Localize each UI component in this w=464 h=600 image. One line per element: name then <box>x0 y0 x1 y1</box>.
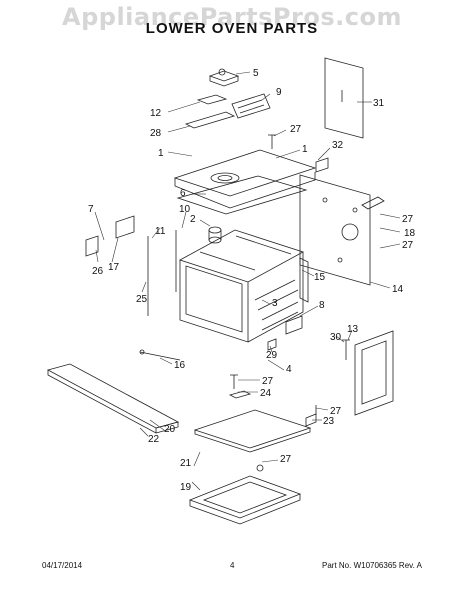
callout-17: 17 <box>108 262 120 273</box>
part-bracket-32 <box>315 157 329 173</box>
callout-26: 26 <box>92 266 104 277</box>
callout-6: 6 <box>180 188 186 199</box>
callout-18: 18 <box>404 228 416 239</box>
callout-19: 19 <box>180 482 192 493</box>
callout-2: 2 <box>190 214 196 225</box>
callout-27: 27 <box>330 406 342 417</box>
callout-21: 21 <box>180 458 192 469</box>
part-vent-9 <box>231 93 271 119</box>
footer-page-number: 4 <box>230 561 235 570</box>
part-fan-2 <box>208 226 222 244</box>
callout-16: 16 <box>174 360 186 371</box>
part-hinge-26 <box>85 235 99 257</box>
callout-31: 31 <box>373 98 385 109</box>
part-hinge-30 <box>342 339 350 360</box>
callout-30: 30 <box>330 332 342 343</box>
callout-10: 10 <box>179 204 191 215</box>
part-hinge-17 <box>115 215 135 239</box>
part-rear-panel-31 <box>324 57 364 139</box>
callout-32: 32 <box>332 140 344 151</box>
part-screw-27-mid <box>230 374 238 389</box>
part-bracket-24 <box>228 390 252 399</box>
part-trim-20 <box>46 363 180 429</box>
part-oven-cavity <box>178 229 305 343</box>
part-bracket-12 <box>196 94 228 105</box>
callout-25: 25 <box>136 294 148 305</box>
callout-27: 27 <box>402 240 414 251</box>
callout-3: 3 <box>272 298 278 309</box>
part-sensor-assembly <box>208 68 240 87</box>
part-bracket-28 <box>184 111 236 129</box>
callout-1: 1 <box>302 144 308 155</box>
watermark: AppliancePartsPros.com <box>62 3 402 31</box>
callout-24: 24 <box>260 388 272 399</box>
part-back-cover-14 <box>299 174 371 286</box>
callout-4: 4 <box>286 364 292 375</box>
part-rod-16 <box>139 349 181 361</box>
callout-22: 22 <box>148 434 160 445</box>
callout-20: 20 <box>164 424 176 435</box>
callout-13: 13 <box>347 324 359 335</box>
part-clip-29 <box>267 338 277 351</box>
part-screw-27-low <box>256 464 264 472</box>
callout-9: 9 <box>276 87 282 98</box>
callout-5: 5 <box>253 68 259 79</box>
part-bracket-8 <box>285 315 303 335</box>
part-bracket-23 <box>305 405 317 427</box>
callout-27: 27 <box>402 214 414 225</box>
part-insulation-6 <box>176 175 308 215</box>
callout-28: 28 <box>150 128 162 139</box>
callout-8: 8 <box>319 300 325 311</box>
callout-1: 1 <box>158 148 164 159</box>
footer-part-number: Part No. W10706365 Rev. A <box>322 561 422 570</box>
footer-date: 04/17/2014 <box>42 561 83 570</box>
callout-11: 11 <box>155 226 166 237</box>
callout-15: 15 <box>314 272 326 283</box>
part-door-panel-13 <box>354 330 394 416</box>
page-title: LOWER OVEN PARTS <box>145 20 319 37</box>
part-trim-22 <box>47 370 179 434</box>
part-screw-27-top <box>268 134 276 149</box>
part-side-15 <box>299 257 309 303</box>
part-top-panel <box>173 149 317 209</box>
callout-7: 7 <box>88 204 94 215</box>
callout-27: 27 <box>262 376 274 387</box>
part-bracket-18 <box>361 196 385 210</box>
callout-29: 29 <box>266 350 278 361</box>
callout-12: 12 <box>150 108 162 119</box>
callout-14: 14 <box>392 284 404 295</box>
part-drip-tray-19 <box>188 475 302 525</box>
callout-23: 23 <box>323 416 335 427</box>
part-bottom-panel-21 <box>193 409 312 453</box>
callout-27: 27 <box>280 454 292 465</box>
callout-27: 27 <box>290 124 302 135</box>
